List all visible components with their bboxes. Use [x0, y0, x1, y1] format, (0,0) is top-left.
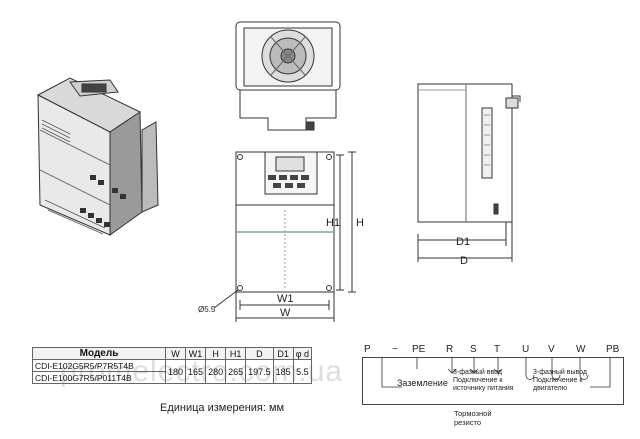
value-cell: 280	[205, 359, 227, 384]
table-header: W1	[185, 347, 207, 360]
side-view	[417, 83, 521, 262]
value-cell: 197.5	[245, 359, 274, 384]
output-note: 3-фазный вывод Подключение к двигателю	[533, 369, 587, 392]
dim-d-label: D	[460, 255, 468, 267]
terminal-header: P − PE R S T U V W PB	[362, 343, 624, 358]
table-header-row: Модель W W1 H H1 D D1 φ d	[32, 347, 313, 360]
model-cell: CDI-E100G7R5/P011T4B	[32, 371, 166, 384]
value-cell: 180	[164, 359, 187, 384]
table-header: Модель	[32, 347, 166, 360]
ground-label: Заземление	[397, 378, 448, 388]
terminal-label: U	[522, 344, 530, 355]
value-cell: 5.5	[292, 359, 313, 384]
table-header: H	[205, 347, 227, 360]
dim-w1-label: W1	[277, 293, 294, 305]
terminal-label: T	[494, 344, 501, 355]
value-cell: 265	[225, 359, 247, 384]
model-cell: CDI-E102G5R5/P7R5T4B	[32, 359, 166, 372]
table-row: CDI-E100G7R5/P011T4B	[32, 371, 312, 384]
top-view	[235, 21, 341, 131]
terminal-label: −	[392, 344, 398, 355]
unit-note: Единица измерения: мм	[160, 402, 285, 414]
dim-h1-label: H1	[326, 217, 340, 229]
value-cell: 185	[272, 359, 294, 384]
terminal-label: W	[576, 344, 586, 355]
terminal-block: P − PE R S T U V W PB Заземление 3-фазны…	[362, 343, 624, 427]
dim-w-label: W	[280, 307, 291, 319]
table-header: H1	[225, 347, 247, 360]
dimensions-table: Модель W W1 H H1 D D1 φ d CDI-E102G5R5/P…	[32, 347, 313, 384]
brake-note: Тормозной резисто	[454, 409, 492, 427]
front-view	[213, 151, 356, 322]
dim-d1-label: D1	[456, 236, 470, 248]
terminal-label: V	[548, 344, 555, 355]
table-header: D	[245, 347, 274, 360]
table-header: D1	[272, 347, 294, 360]
terminal-label: PE	[412, 344, 426, 355]
terminal-label: R	[446, 344, 454, 355]
dim-hole-label: Ø5.5	[198, 305, 216, 314]
terminal-label: P	[364, 344, 371, 355]
terminal-wiring	[381, 357, 611, 388]
table-header: φ d	[292, 347, 313, 360]
table-header: W	[164, 347, 187, 360]
terminal-label: PB	[606, 344, 620, 355]
dim-h-label: H	[356, 217, 364, 229]
terminal-label: S	[470, 344, 477, 355]
table-row: CDI-E102G5R5/P7R5T4B 180 165 280 265 197…	[32, 359, 313, 384]
isometric-view	[36, 77, 159, 236]
value-cell: 165	[185, 359, 207, 384]
terminal-body: Заземление 3-фазный ввод Подключение к и…	[362, 357, 624, 405]
input-note: 3-фазный ввод Подключение к источнику пи…	[453, 369, 514, 392]
